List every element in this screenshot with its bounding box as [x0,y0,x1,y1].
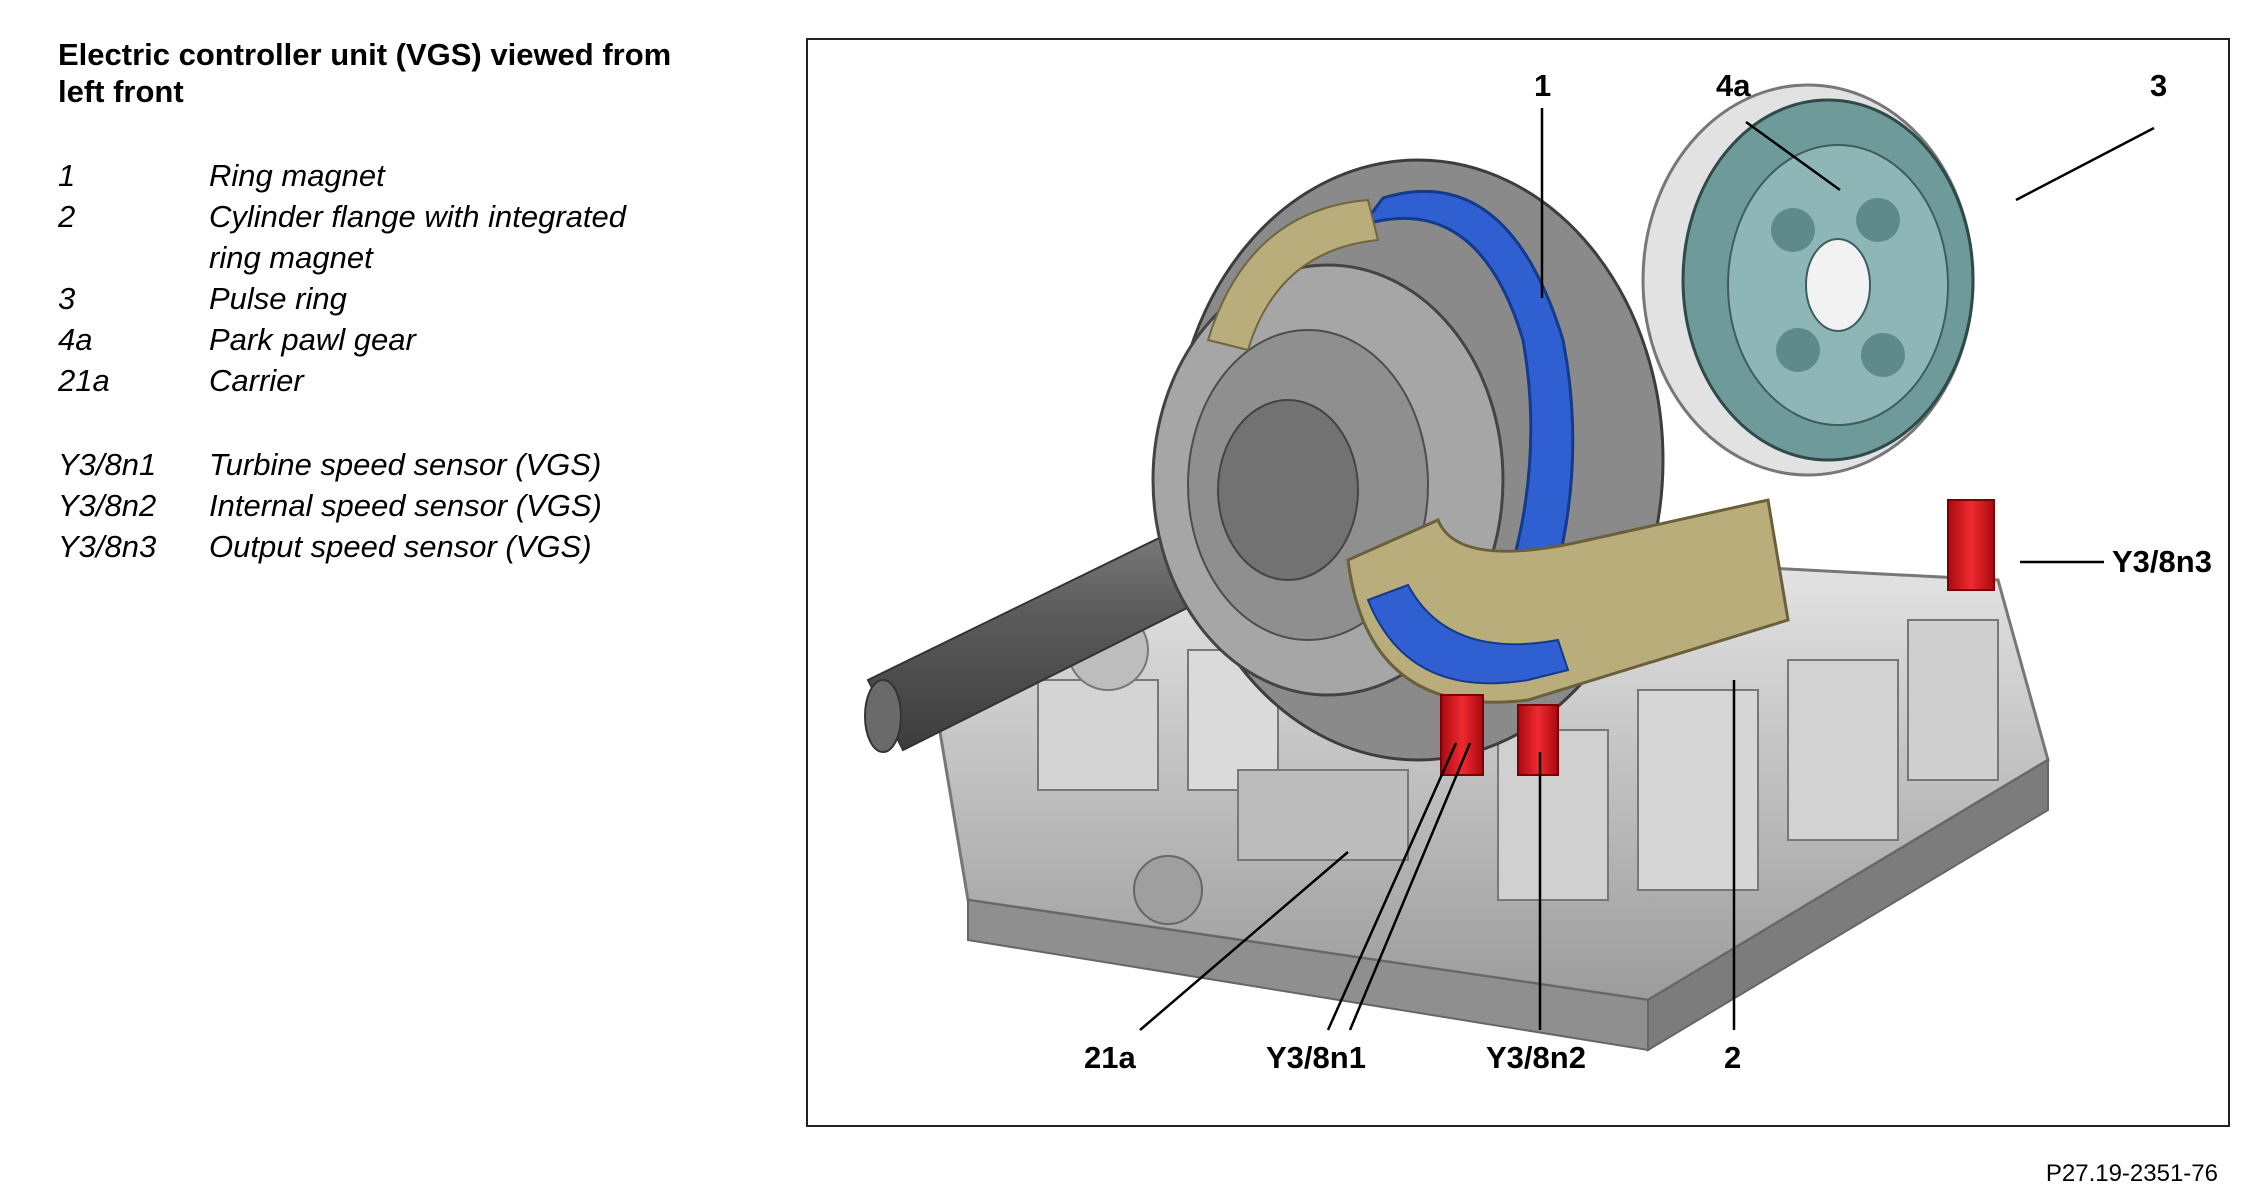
legend-desc: Turbine speed sensor (VGS) [209,447,602,482]
callout-2: 2 [1724,1040,1742,1075]
callout-3: 3 [2150,68,2168,103]
sensor-y3-8n2 [1517,704,1559,776]
legend-row: 4a Park pawl gear [58,319,698,360]
figure-reference: P27.19-2351-76 [2045,1160,2218,1187]
legend-desc: Park pawl gear [209,322,416,357]
legend-desc: Output speed sensor (VGS) [209,529,592,564]
legend-code: Y3/8n2 [58,488,157,523]
valve-body [926,543,2050,1052]
legend-code: 3 [58,281,76,316]
legend-row: 21a Carrier [58,360,698,401]
callout-1: 1 [1534,68,1552,103]
callout-21a: 21a [1084,1040,1136,1075]
pulse-ring [1641,83,1975,477]
sensor-y3-8n3 [1947,499,1995,591]
legend-row: 2 Cylinder flange with integrated ring m… [58,196,698,278]
legend-row: Y3/8n1 Turbine speed sensor (VGS) [58,444,698,485]
legend: 1 Ring magnet 2 Cylinder flange with int… [58,155,698,567]
legend-code: Y3/8n3 [58,529,157,564]
callout-y3-8n2: Y3/8n2 [1486,1040,1586,1075]
callout-4a: 4a [1716,68,1751,103]
legend-desc: Internal speed sensor (VGS) [209,488,602,523]
document-title: Electric controller unit (VGS) viewed fr… [58,37,672,109]
legend-desc: Cylinder flange with integrated ring mag… [209,199,627,275]
legend-row: Y3/8n3 Output speed sensor (VGS) [58,526,698,567]
callout-y3-8n3: Y3/8n3 [2112,544,2212,579]
figure-frame: 1 4a 3 Y3/8n3 21a Y3/8n1 Y3/8n2 2 [806,38,2230,1127]
legend-row: Y3/8n2 Internal speed sensor (VGS) [58,485,698,526]
legend-row: 1 Ring magnet [58,155,698,196]
legend-gap [58,401,698,444]
legend-row: 3 Pulse ring [58,278,698,319]
legend-desc: Ring magnet [209,158,385,193]
legend-desc: Carrier [209,363,304,398]
legend-code: 4a [58,322,93,357]
leader-lines [1139,108,2155,1031]
legend-code: Y3/8n1 [58,447,157,482]
controller-illustration [864,83,2155,1052]
legend-code: 1 [58,158,76,193]
legend-code: 21a [58,363,110,398]
legend-code: 2 [58,199,76,234]
legend-desc: Pulse ring [209,281,347,316]
cylinder-flange [1346,498,1790,704]
callout-y3-8n1: Y3/8n1 [1266,1040,1366,1075]
speed-sensors [1440,499,1995,776]
